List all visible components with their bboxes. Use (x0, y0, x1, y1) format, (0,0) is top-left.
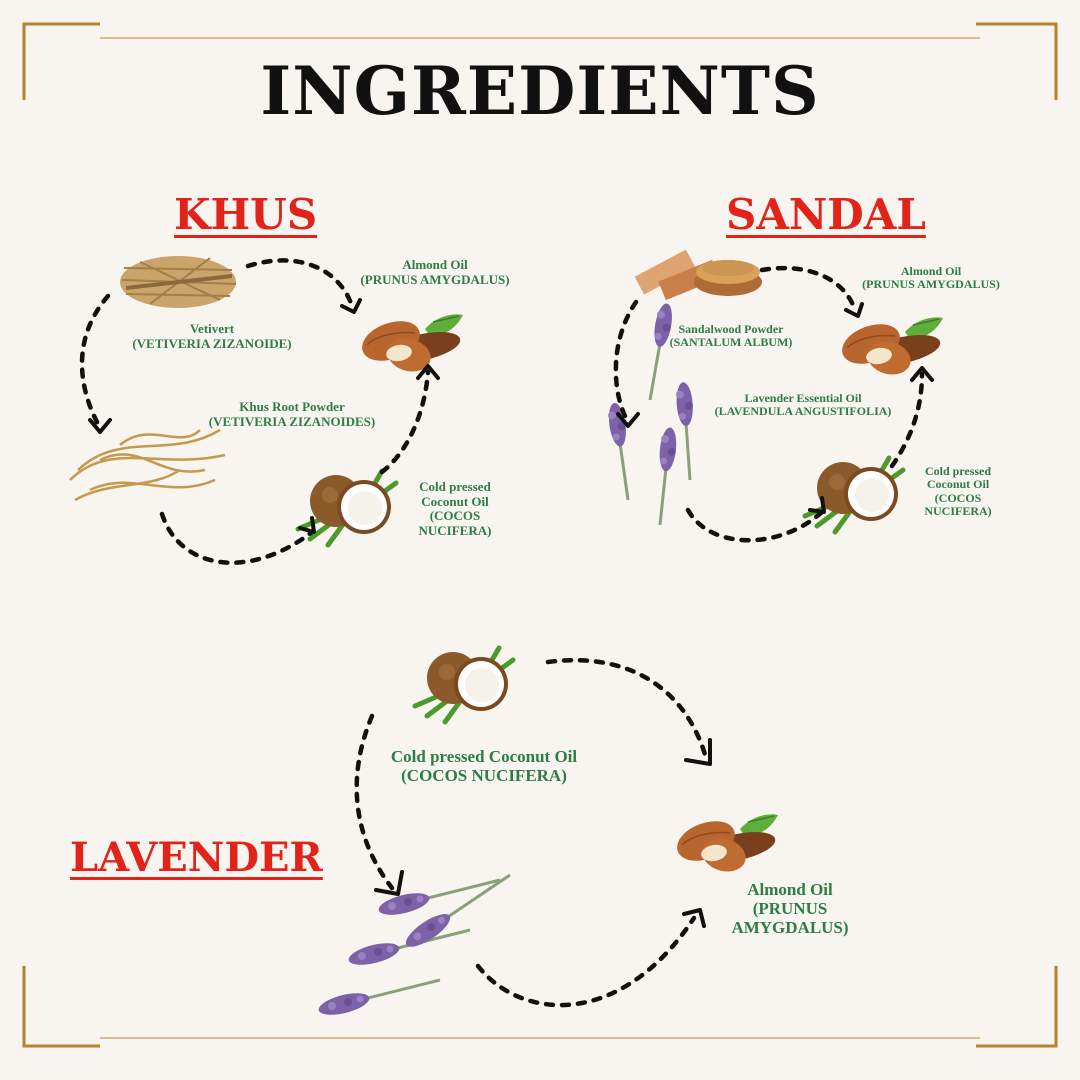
vetiver-root-icon (120, 256, 237, 308)
label-name: Lavender Essential Oil (744, 391, 862, 405)
lavender-icon (315, 873, 525, 1021)
section-heading-khus: KHUS (174, 190, 318, 239)
almond-icon (835, 316, 944, 380)
label-sci: (VETIVERIA ZIZANOIDES) (208, 413, 376, 429)
label-khus-root-powder: Khus Root Powder (VETIVERIA ZIZANOIDES) (185, 399, 399, 429)
sandalwood-icon (634, 249, 762, 301)
label-name: Cold pressed Coconut Oil (390, 747, 578, 766)
coconut-icon (805, 458, 903, 532)
coconut-icon (415, 648, 513, 722)
page-title: INGREDIENTS (260, 52, 820, 130)
arrow-lavender-to-coconut (685, 507, 825, 543)
label-line: Cold pressed (419, 479, 491, 494)
almond-icon (355, 313, 464, 377)
label-name: Almond Oil (402, 257, 468, 272)
arrow-coconut3-to-lavender (354, 713, 395, 891)
label-almond-oil: Almond Oil (PRUNUS AMYGDALUS) (710, 880, 870, 937)
arrow-coconut3-to-almond (545, 658, 709, 761)
label-line: AMYGDALUS) (731, 918, 849, 938)
arrow-sandalwood-to-almond (759, 265, 858, 313)
arrow-lavender3-to-almond (475, 915, 697, 1008)
label-coconut-oil: Cold pressed Coconut Oil (COCOS NUCIFERA… (400, 479, 510, 538)
label-line: NUCIFERA) (924, 504, 992, 519)
arrow-coconut-to-almond (379, 369, 431, 475)
section-heading-lavender: LAVENDER (70, 834, 323, 881)
label-line: Coconut Oil (421, 493, 489, 509)
flow-arrows (79, 258, 925, 1008)
label-coconut-oil: Cold pressed Coconut Oil (COCOS NUCIFERA… (362, 747, 606, 785)
label-line: NUCIFERA) (418, 522, 492, 538)
arrow-khusroot-to-coconut (159, 511, 315, 565)
label-sci: (PRUNUS AMYGDALUS) (862, 277, 1000, 292)
section-heading-sandal: SANDAL (726, 190, 926, 239)
label-name: Vetivert (189, 321, 235, 336)
label-sandalwood-powder: Sandalwood Powder (SANTALUM ALBUM) (648, 322, 814, 350)
label-sci: (COCOS NUCIFERA) (401, 766, 567, 786)
label-line: Coconut Oil (926, 477, 990, 492)
label-name: Almond Oil (900, 264, 962, 278)
arrow-coconut2-to-almond (889, 371, 925, 469)
label-lavender-essential-oil: Lavender Essential Oil (LAVENDULA ANGUST… (692, 391, 914, 419)
khus-root-icon (69, 428, 226, 502)
label-sci: (LAVENDULA ANGUSTIFOLIA) (714, 404, 892, 419)
label-sci: (SANTALUM ALBUM) (669, 335, 793, 350)
gold-corner-frame (22, 22, 1058, 1048)
label-almond-oil: Almond Oil (PRUNUS AMYGDALUS) (840, 264, 1022, 292)
label-almond-oil: Almond Oil (PRUNUS AMYGDALUS) (335, 257, 535, 287)
label-coconut-oil: Cold pressed Coconut Oil (COCOS NUCIFERA… (910, 464, 1006, 519)
label-line: (COCOS (429, 508, 481, 524)
label-vetivert: Vetivert (VETIVERIA ZIZANOIDE) (110, 321, 314, 351)
label-line: Cold pressed (924, 464, 992, 478)
label-line: (PRUNUS (752, 899, 828, 919)
label-line: (COCOS (934, 490, 982, 505)
arrow-sandalwood-to-lavender (613, 299, 639, 421)
arrow-vetiver-to-khusroot (79, 293, 111, 427)
label-sci: (VETIVERIA ZIZANOIDE) (132, 335, 292, 351)
label-line: Almond Oil (747, 880, 833, 899)
label-name: Sandalwood Powder (678, 322, 784, 336)
almond-icon (670, 813, 779, 877)
arrow-vetiver-to-almond (245, 258, 355, 309)
label-name: Khus Root Powder (239, 399, 345, 414)
label-sci: (PRUNUS AMYGDALUS) (360, 271, 510, 287)
arrowheads (88, 298, 934, 928)
